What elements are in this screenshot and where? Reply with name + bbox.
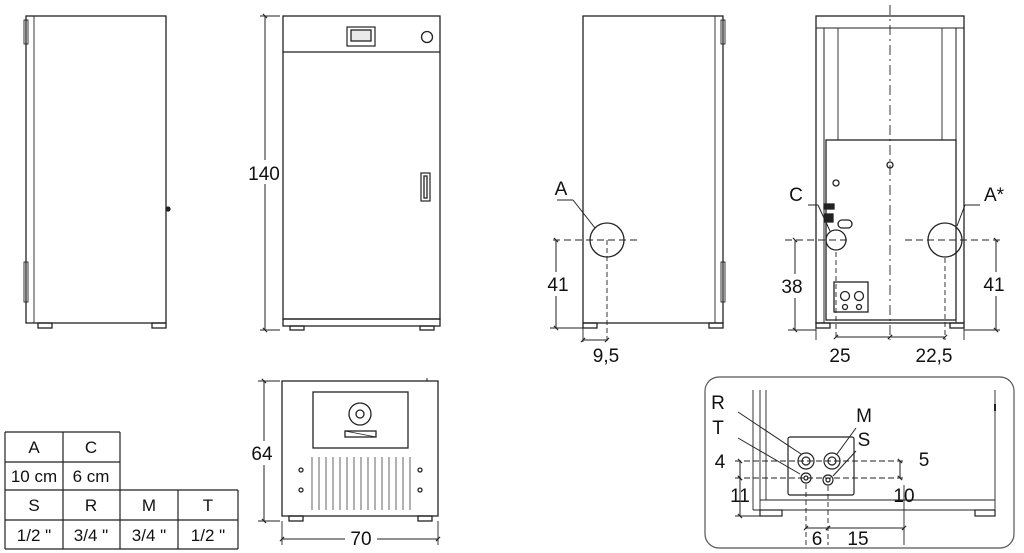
top-vent-grille (311, 457, 411, 510)
top-width-dim: 70 (350, 529, 371, 550)
detail-dim-11: 11 (730, 486, 750, 507)
view-detail (704, 376, 1015, 549)
table-value-t: 1/2 " (191, 526, 225, 545)
rear-left-dim: 25 (829, 346, 850, 367)
side-height-dim: 41 (547, 275, 568, 296)
table-value-m: 3/4 " (132, 526, 166, 545)
table-header-s: S (28, 496, 39, 515)
detail-label-t: T (712, 418, 724, 439)
view-side-connection (550, 15, 726, 343)
table-value-c: 6 cm (73, 467, 110, 486)
view-rear (785, 5, 1000, 340)
view-top (258, 378, 441, 545)
detail-dim-6: 6 (812, 529, 823, 550)
detail-label-s: S (858, 430, 871, 451)
view-front (282, 15, 441, 331)
rear-label-c: C (789, 185, 803, 206)
rear-label-a-star: A* (984, 185, 1005, 206)
side-label-a: A (555, 179, 568, 200)
detail-dim-10: 10 (893, 486, 914, 507)
detail-label-r: R (711, 393, 725, 414)
side-offset-dim: 9,5 (593, 346, 619, 367)
table-value-a: 10 cm (11, 467, 57, 486)
rear-c-height-dim: 38 (781, 277, 802, 298)
detail-label-m: M (856, 406, 872, 427)
table-header-a: A (28, 438, 40, 457)
table-value-s: 1/2 " (17, 526, 51, 545)
rear-right-dim: 22,5 (916, 346, 953, 367)
front-height-dim: 140 (248, 164, 280, 185)
table-header-c: C (85, 438, 97, 457)
table-header-m: M (142, 496, 156, 515)
detail-dim-4: 4 (715, 452, 726, 473)
table-header-t: T (203, 496, 213, 515)
detail-dim-5: 5 (919, 450, 930, 471)
table-value-r: 3/4 " (74, 526, 108, 545)
view-left-side (23, 15, 171, 329)
table-header-r: R (85, 496, 97, 515)
rear-a-height-dim: 41 (983, 275, 1004, 296)
top-depth-dim: 64 (251, 444, 273, 465)
detail-dim-15: 15 (847, 529, 868, 550)
connections-table (4, 431, 239, 550)
